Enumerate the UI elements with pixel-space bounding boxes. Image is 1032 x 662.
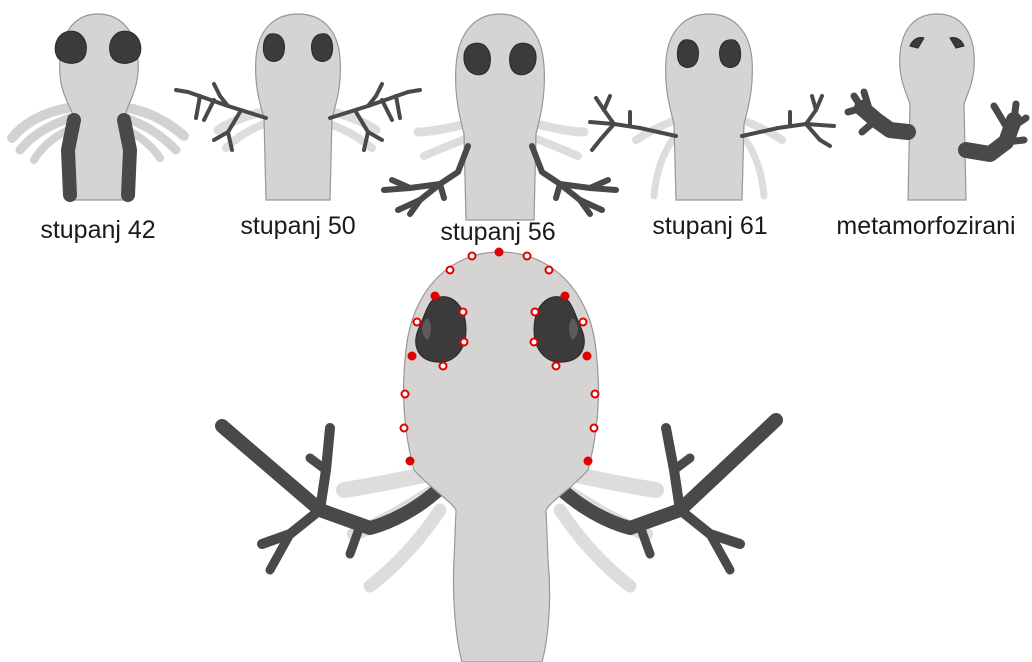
fixed-landmark — [431, 292, 440, 301]
stage-label-42: stupanj 42 — [40, 216, 155, 244]
stage-56-eye-left — [464, 43, 490, 75]
stage-50-eye-right — [312, 34, 333, 62]
stage-42-limb-left — [68, 120, 74, 195]
stage-42-specimen: stupanj 42 — [12, 14, 184, 244]
semi-landmark — [592, 391, 599, 398]
stage-56-body — [456, 14, 545, 220]
semi-landmark — [531, 339, 538, 346]
stage-50-eye-left — [263, 34, 284, 62]
stage-42-eye-left — [55, 31, 86, 63]
semi-landmark — [461, 339, 468, 346]
metamorphosed-limb-left — [848, 92, 908, 132]
stage-label-metamorphosed: metamorfozirani — [836, 212, 1015, 240]
stage-61-body — [666, 14, 753, 200]
stage-42-limb-right — [124, 120, 130, 195]
fixed-landmark — [495, 248, 504, 257]
semi-landmark — [401, 425, 408, 432]
semi-landmark — [591, 425, 598, 432]
semi-landmark — [440, 363, 447, 370]
semi-landmark — [546, 267, 553, 274]
stage-61-eye-right — [720, 40, 741, 68]
semi-landmark — [460, 309, 467, 316]
semi-landmark — [553, 363, 560, 370]
semi-landmark — [532, 309, 539, 316]
stage-56-eye-right — [510, 43, 536, 75]
fixed-landmark — [583, 352, 592, 361]
stage-61-limb-right — [742, 96, 834, 146]
stage-42-eye-right — [110, 31, 141, 63]
semi-landmark — [524, 253, 531, 260]
stage-61-specimen: stupanj 61 — [590, 14, 834, 240]
fixed-landmark — [406, 457, 415, 466]
stage-61-eye-left — [677, 40, 698, 68]
metamorphosed-body — [900, 14, 975, 200]
semi-landmark — [402, 391, 409, 398]
metamorphosed-specimen: metamorfozirani — [836, 14, 1026, 240]
fixed-landmark — [561, 292, 570, 301]
stage-label-50: stupanj 50 — [240, 212, 355, 240]
fixed-landmark — [584, 457, 593, 466]
stage-label-56: stupanj 56 — [440, 218, 555, 246]
semi-landmark — [580, 319, 587, 326]
semi-landmark — [469, 253, 476, 260]
semi-landmark — [447, 267, 454, 274]
stage-50-specimen: stupanj 50 — [176, 14, 420, 240]
landmark-specimen — [222, 248, 776, 662]
stage-56-specimen: stupanj 56 — [384, 14, 616, 246]
stage-label-61: stupanj 61 — [652, 212, 767, 240]
fixed-landmark — [408, 352, 417, 361]
semi-landmark — [414, 319, 421, 326]
metamorphosed-limb-right — [966, 104, 1026, 154]
